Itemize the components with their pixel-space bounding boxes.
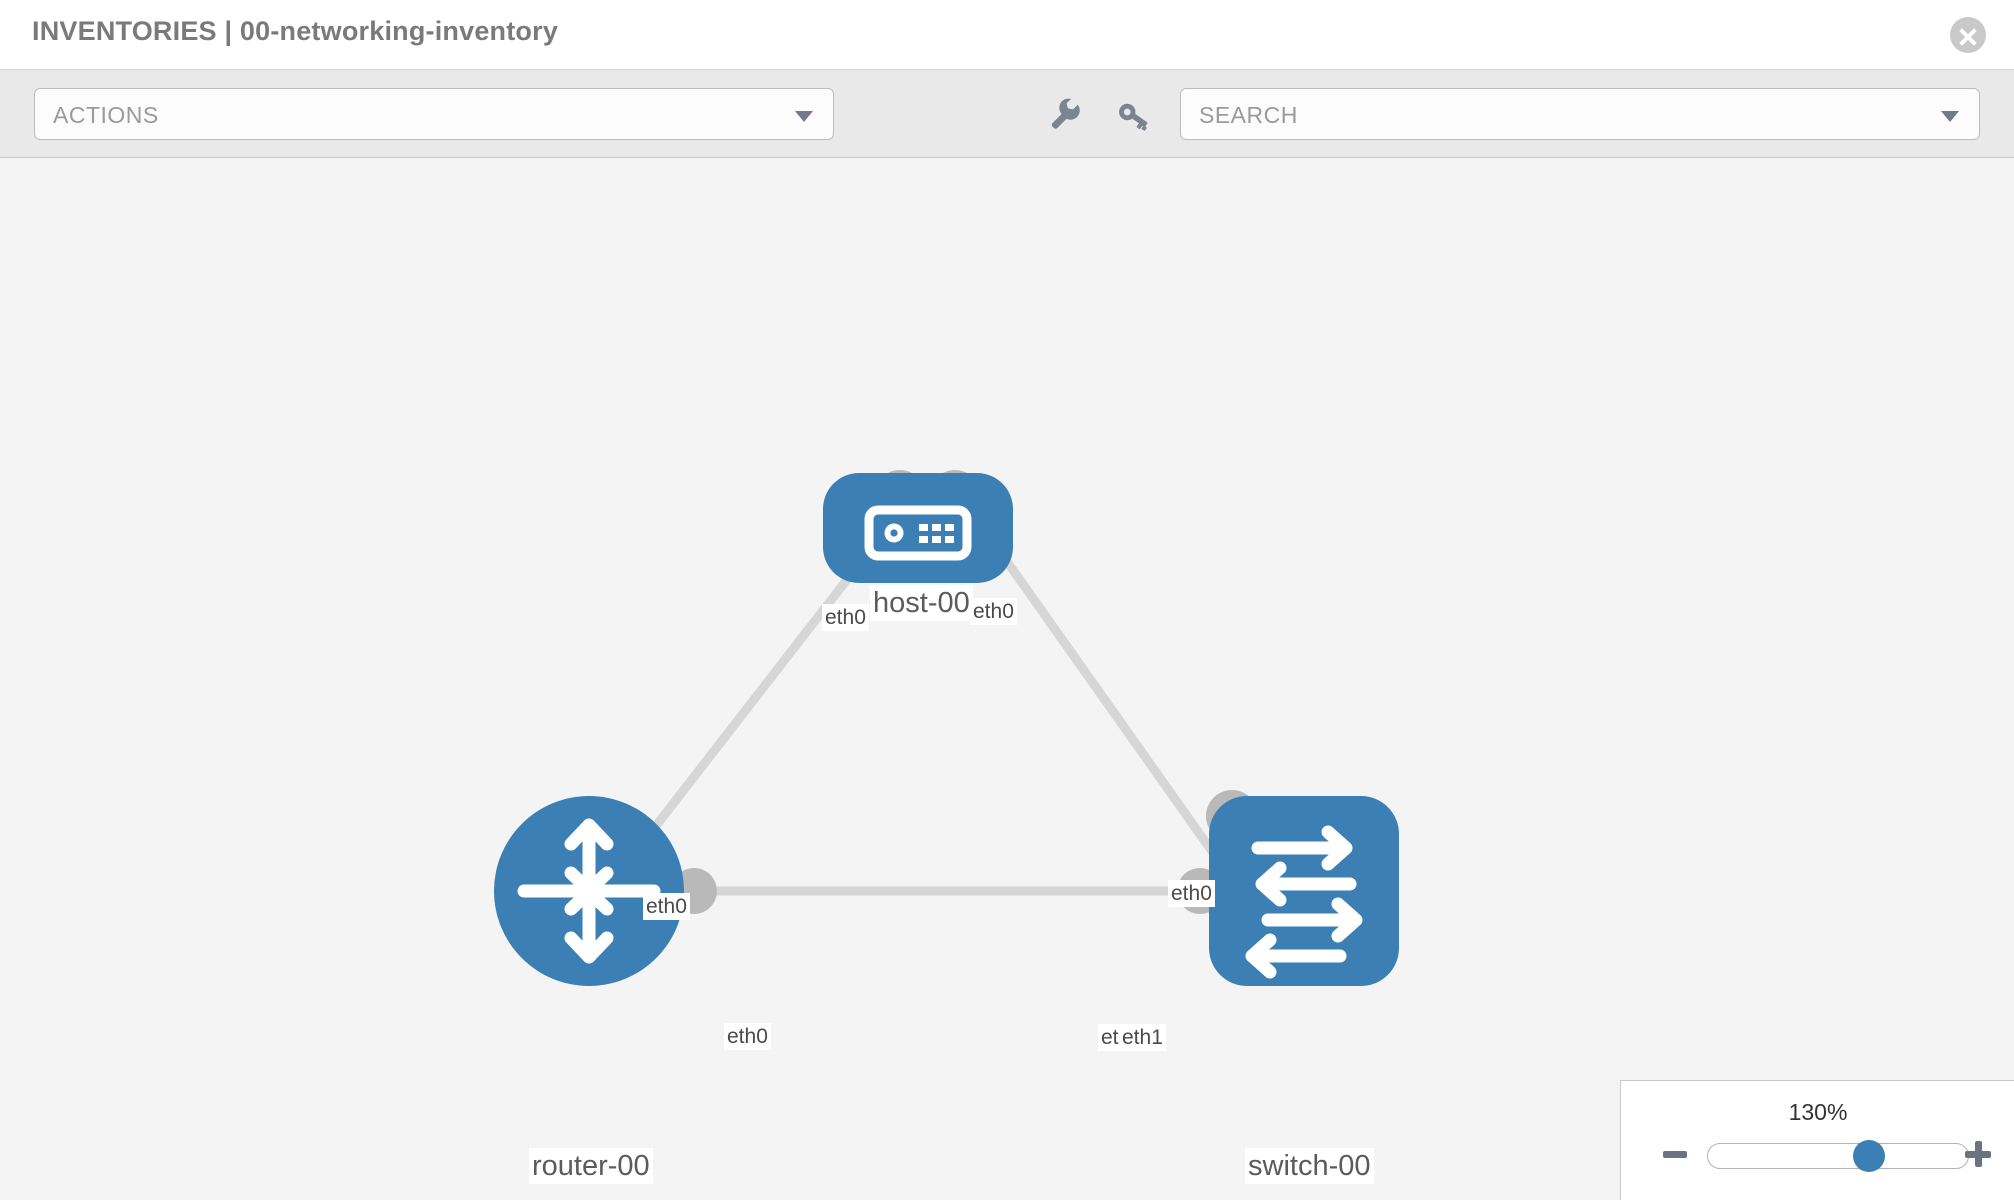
iface-label: eth1 <box>1119 1024 1166 1051</box>
page-title: INVENTORIES | 00-networking-inventory <box>32 16 559 46</box>
wrench-icon[interactable] <box>1044 96 1084 136</box>
search-placeholder: SEARCH <box>1199 102 1298 128</box>
zoom-control-panel: 130% <box>1620 1080 2014 1200</box>
key-icon[interactable] <box>1113 96 1153 136</box>
iface-label: eth0 <box>822 604 869 631</box>
zoom-slider-thumb[interactable] <box>1852 1140 1885 1172</box>
topology-canvas[interactable]: eth0 eth0 eth0 eth0 eth0 eth0 eth1 host-… <box>0 158 2014 1200</box>
search-input[interactable]: SEARCH <box>1180 88 1980 140</box>
node-label-switch-00: switch-00 <box>1245 1148 1374 1184</box>
switch-arrows-icon <box>1245 825 1363 979</box>
server-appliance-icon <box>864 505 972 561</box>
node-router-00 <box>494 796 684 986</box>
zoom-level-value: 130% <box>1788 1099 1848 1125</box>
iface-label: eth0 <box>970 598 1017 625</box>
iface-label: eth0 <box>643 893 690 920</box>
iface-label: eth0 <box>1168 880 1215 907</box>
zoom-slider-track[interactable] <box>1707 1140 1969 1172</box>
chevron-down-icon <box>1941 111 1959 122</box>
chevron-down-icon <box>795 111 813 122</box>
topology-graph <box>494 470 1399 986</box>
router-four-arrows-icon <box>517 818 661 964</box>
zoom-out-button[interactable] <box>1663 1151 1687 1158</box>
iface-label: eth0 <box>724 1023 771 1050</box>
actions-dropdown[interactable]: ACTIONS <box>34 88 834 140</box>
node-switch-00 <box>1209 796 1399 986</box>
zoom-in-button[interactable] <box>1965 1141 1991 1167</box>
node-host-00 <box>823 473 1013 583</box>
zoom-slider-row <box>1621 1139 2014 1179</box>
node-label-router-00: router-00 <box>529 1148 653 1184</box>
node-label-host-00: host-00 <box>870 585 973 621</box>
app-header: INVENTORIES | 00-networking-inventory <box>0 0 2014 70</box>
close-icon[interactable] <box>1950 17 1986 53</box>
toolbar: ACTIONS SEARCH <box>0 70 2014 158</box>
actions-dropdown-label: ACTIONS <box>53 102 159 128</box>
